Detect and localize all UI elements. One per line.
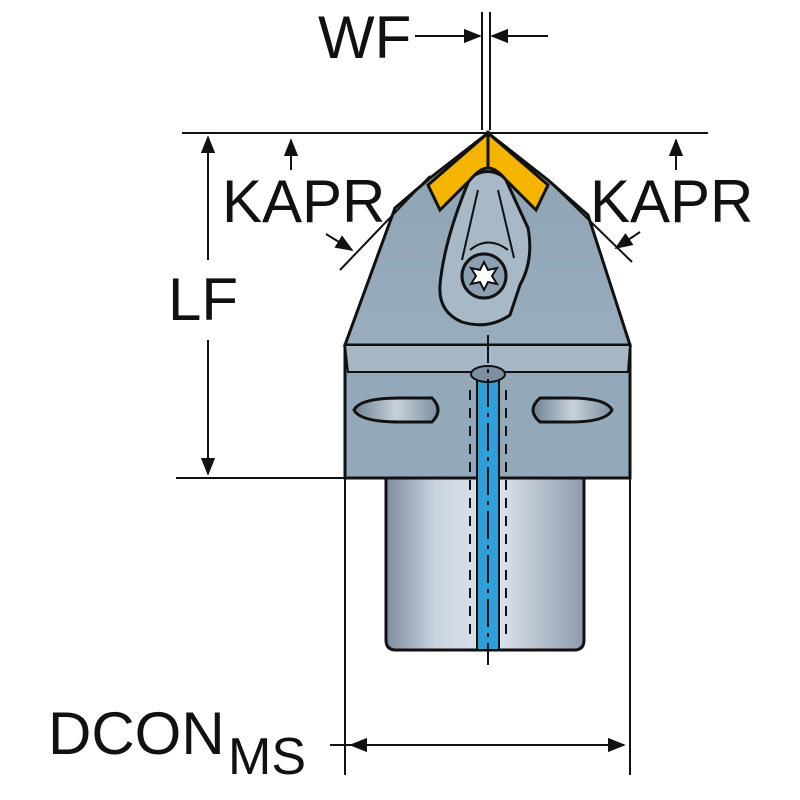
kapr-left-label: KAPR: [222, 168, 385, 235]
insert-right-lobe: [486, 129, 550, 213]
dimension-wf: WF: [318, 4, 548, 130]
triangular-insert: [426, 129, 550, 213]
wf-label: WF: [318, 4, 411, 71]
left-side-slot: [352, 396, 440, 424]
dimension-lf: LF: [168, 135, 345, 479]
dcon-subscript: MS: [228, 728, 306, 786]
torx-screw-icon: [460, 252, 508, 300]
dimension-kapr-right: KAPR: [547, 138, 753, 263]
right-side-slot: [531, 396, 614, 424]
clamp-inner-ridge: [461, 189, 515, 261]
insert-clamp: [438, 170, 532, 327]
dimension-dcon: DCON MS: [48, 478, 631, 786]
lf-label: LF: [168, 266, 238, 333]
kapr-right-label: KAPR: [590, 168, 753, 235]
dimension-kapr-left: KAPR: [222, 138, 431, 271]
dcon-label: DCON: [48, 700, 225, 767]
